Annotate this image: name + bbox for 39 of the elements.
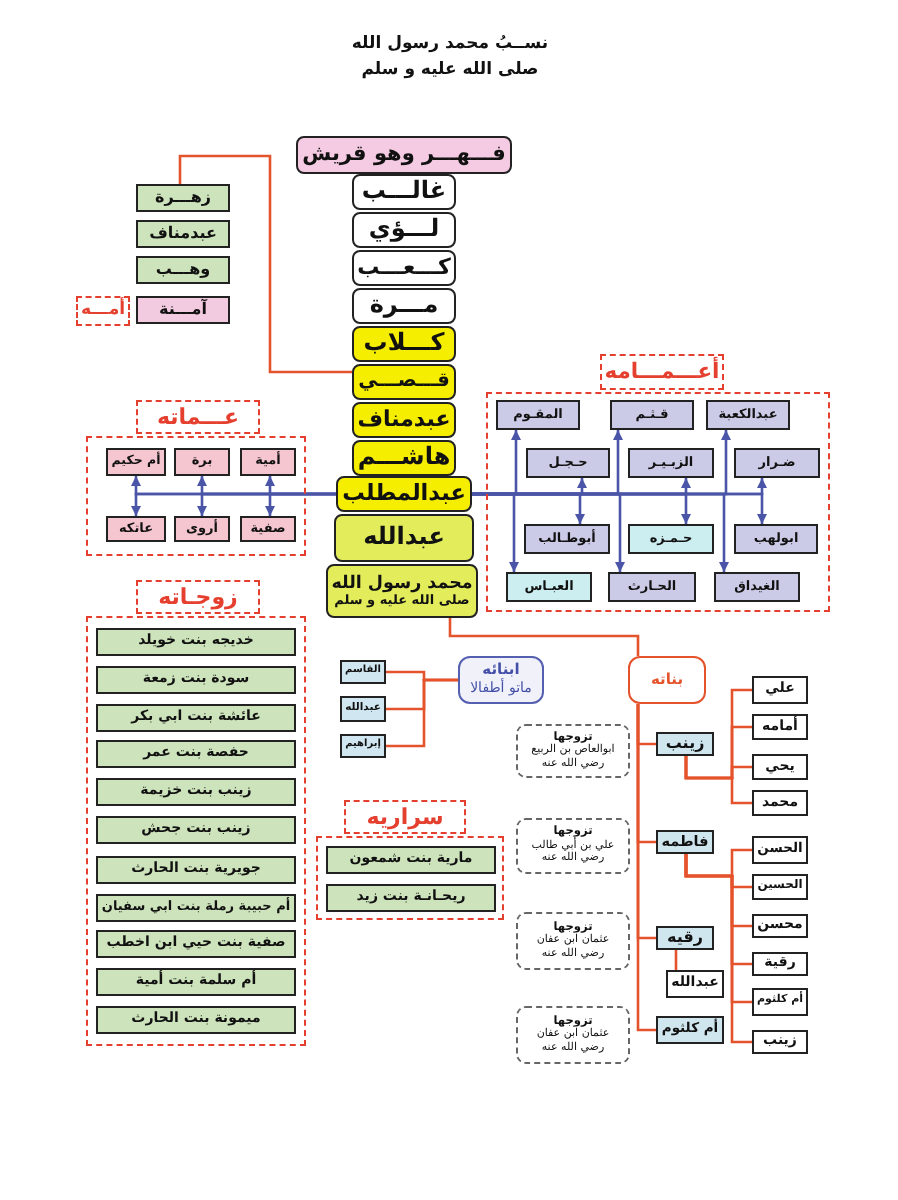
- ancestor-box: لـــؤي: [352, 212, 456, 248]
- connector-line: [386, 678, 458, 748]
- group-heading: زوجـاته: [136, 580, 260, 614]
- ancestor-box: قـــصـــي: [352, 364, 456, 400]
- ancestor-box: عبدالله: [334, 514, 474, 562]
- ancestor-box: كـــعـــب: [352, 250, 456, 286]
- marriage-note: [516, 818, 630, 874]
- name-text: محمد رسول الله: [329, 573, 475, 594]
- title: نســبُ محمد رسول الله صلى الله عليه و سلم: [349, 32, 551, 84]
- connector-line: [684, 756, 752, 805]
- ancestor-box: فـــهـــر وهو قريش: [296, 136, 512, 174]
- ancestor-box: غالـــب: [352, 174, 456, 210]
- ancestor-box: عبدمناف: [136, 220, 230, 248]
- ancestor-box: عبدمناف: [352, 402, 456, 438]
- daughter-box: رقيه: [656, 926, 714, 950]
- ancestor-box: هاشـــم: [352, 440, 456, 476]
- marriage-note: [516, 1006, 630, 1064]
- ancestor-box: آمـــنة: [136, 296, 230, 324]
- connector-line: [178, 154, 352, 374]
- connector-line: [674, 950, 678, 970]
- ancestor-box: عبدالمطلب: [336, 476, 472, 512]
- marriage-note: [516, 912, 630, 970]
- ancestor-box: [326, 564, 478, 618]
- group-heading: عـــماته: [136, 400, 260, 434]
- arrow: [131, 492, 336, 516]
- marriage-note: [516, 724, 630, 778]
- sons-box: [458, 656, 544, 704]
- ancestor-box: زهـــرة: [136, 184, 230, 212]
- daughter-box: زينب: [656, 732, 714, 756]
- ancestor-box: مـــرة: [352, 288, 456, 324]
- label-tag: أمـــه: [76, 296, 130, 326]
- connector-line: [448, 618, 640, 656]
- group-heading: سراريه: [344, 800, 466, 834]
- ancestor-box: كـــلاب: [352, 326, 456, 362]
- arrow: [472, 492, 519, 572]
- connector-line: [684, 854, 752, 1044]
- ancestor-box: وهـــب: [136, 256, 230, 284]
- connector-line: [636, 704, 656, 1032]
- group-heading: أعـــمـــامه: [600, 354, 724, 390]
